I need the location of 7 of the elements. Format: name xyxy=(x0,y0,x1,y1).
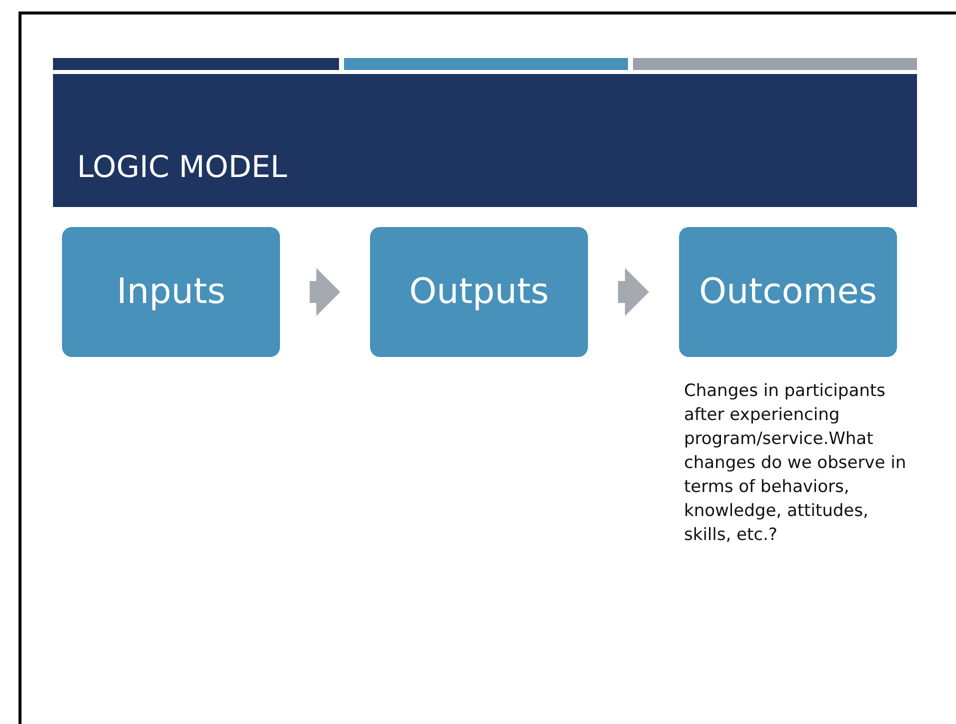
process-box: Inputs xyxy=(62,227,280,357)
process-box: Outputs xyxy=(370,227,588,357)
block-arrow xyxy=(618,268,649,316)
node-description: Changes in participants after experiencing program/service.What changes do we observe in terms of behaviors, knowledge, attitudes, skills, etc.? xyxy=(684,380,908,547)
block-arrow xyxy=(310,268,340,316)
slide-title: LOGIC MODEL xyxy=(77,150,288,185)
process-box: Outcomes xyxy=(679,227,897,357)
